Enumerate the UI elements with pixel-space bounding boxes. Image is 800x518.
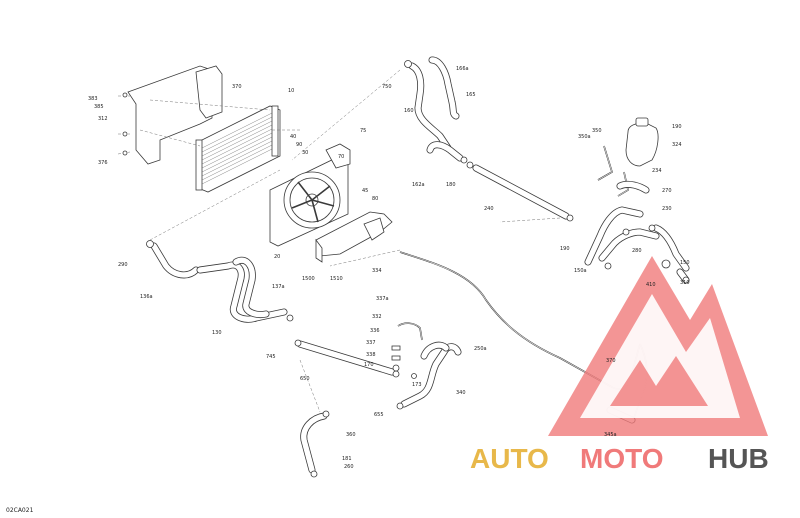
fan-assembly: [269, 143, 351, 247]
part-labels: 383 385 312 370 376 10 40 90 30 75 70 45…: [88, 66, 690, 470]
fitting-stack: [391, 322, 423, 379]
pipe-240: [466, 161, 574, 222]
label-312: 312: [98, 116, 108, 122]
watermark-word-hub: HUB: [708, 443, 769, 474]
label-655: 655: [374, 412, 384, 418]
hose-160: [404, 60, 452, 152]
label-270: 270: [662, 188, 672, 194]
label-370b: 370: [606, 358, 616, 364]
overflow-tube: [597, 145, 613, 181]
label-180: 180: [446, 182, 456, 188]
clamp-745: [286, 314, 294, 322]
hose-136a: [150, 242, 200, 279]
label-230: 230: [662, 206, 672, 212]
label-162a: 162a: [412, 182, 425, 188]
label-90: 90: [296, 142, 302, 148]
clamp-290: [146, 240, 154, 248]
label-40: 40: [290, 134, 296, 140]
label-410: 410: [646, 282, 656, 288]
label-170: 170: [364, 362, 374, 368]
assembly-guides: [139, 69, 561, 413]
label-190: 190: [560, 246, 570, 252]
hose-360: [300, 410, 330, 478]
label-75: 75: [360, 128, 366, 134]
support-bracket: [315, 211, 393, 263]
label-166a: 166a: [456, 66, 469, 72]
mounting-bracket: [117, 65, 223, 165]
label-376: 376: [98, 160, 108, 166]
label-190b: 190: [672, 124, 682, 130]
label-80: 80: [372, 196, 378, 202]
label-337: 337: [366, 340, 376, 346]
diagram-code: 02CA021: [6, 507, 34, 514]
label-240: 240: [484, 206, 494, 212]
label-385: 385: [94, 104, 104, 110]
label-234: 234: [652, 168, 662, 174]
label-45: 45: [362, 188, 368, 194]
label-332: 332: [372, 314, 382, 320]
label-340: 340: [456, 390, 466, 396]
radiator: [195, 105, 281, 193]
label-350a: 350a: [578, 134, 591, 140]
label-290: 290: [118, 262, 128, 268]
logo-shape-core: [610, 356, 708, 406]
label-181: 181: [342, 456, 352, 462]
label-334: 334: [372, 268, 382, 274]
label-750: 750: [382, 84, 392, 90]
label-20: 20: [274, 254, 280, 260]
pipe-650: [294, 339, 400, 378]
watermark-logo: AUTO MOTO HUB: [470, 256, 769, 474]
watermark-word-moto: MOTO: [580, 443, 663, 474]
label-136a: 136a: [140, 294, 153, 300]
label-370: 370: [232, 84, 242, 90]
label-350: 350: [592, 128, 602, 134]
hose-340: [396, 343, 462, 410]
label-30: 30: [302, 150, 308, 156]
label-130: 130: [212, 330, 222, 336]
label-360: 360: [346, 432, 356, 438]
right-hose-assembly: [584, 206, 690, 284]
label-337a: 337a: [376, 296, 389, 302]
label-173: 173: [412, 382, 422, 388]
label-345a: 345a: [604, 432, 617, 438]
label-1500: 1500: [302, 276, 315, 282]
label-165: 165: [466, 92, 476, 98]
hose-166a: [428, 56, 460, 120]
label-310: 310: [680, 280, 690, 286]
label-1510: 1510: [330, 276, 343, 282]
label-250a: 250a: [474, 346, 487, 352]
label-70: 70: [338, 154, 344, 160]
label-383: 383: [88, 96, 98, 102]
label-280: 280: [632, 248, 642, 254]
label-336: 336: [370, 328, 380, 334]
hose-270: [616, 180, 650, 194]
hose-250a: [420, 341, 450, 360]
coolant-reservoir: [617, 117, 659, 197]
label-650: 650: [300, 376, 310, 382]
watermark-word-auto: AUTO: [470, 443, 549, 474]
label-10: 10: [288, 88, 294, 94]
label-137a: 137a: [272, 284, 285, 290]
hose-162a: [426, 141, 468, 164]
label-745: 745: [266, 354, 276, 360]
label-260: 260: [344, 464, 354, 470]
label-324: 324: [672, 142, 682, 148]
hose-137a: [232, 256, 270, 318]
logo-shape-inner: [580, 294, 740, 418]
label-150a: 150a: [574, 268, 587, 274]
hose-130: [196, 261, 288, 323]
label-150: 150: [680, 260, 690, 266]
label-160: 160: [404, 108, 414, 114]
label-338: 338: [366, 352, 376, 358]
